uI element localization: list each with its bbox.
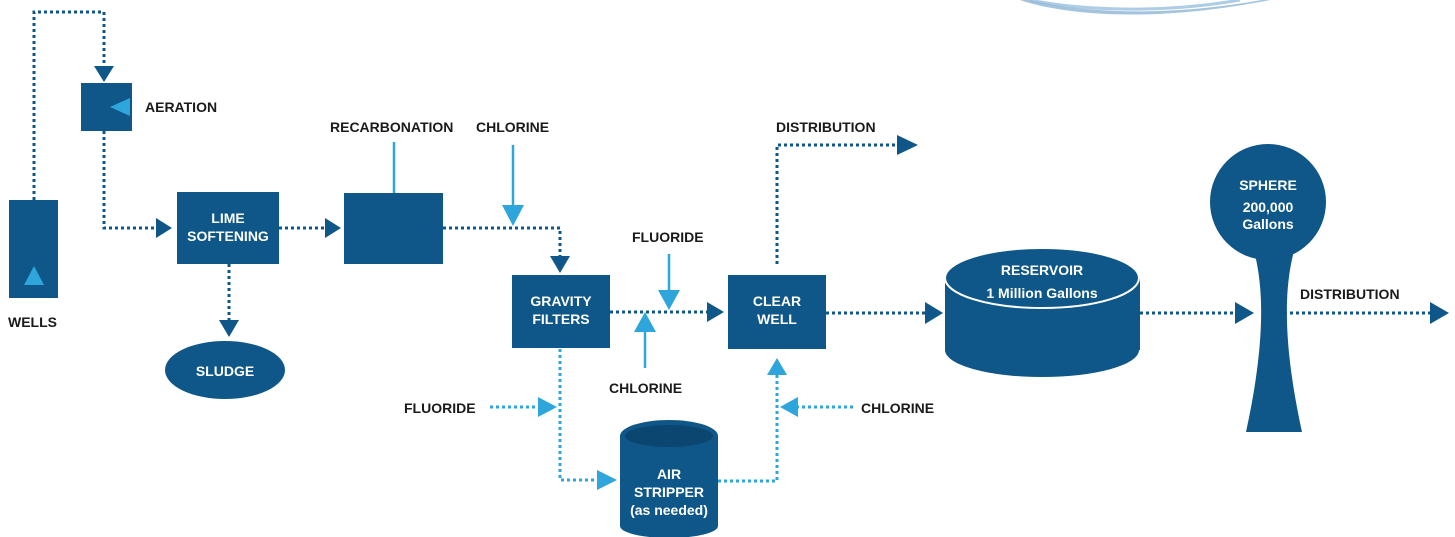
arrow-into-recarbonation (325, 218, 341, 238)
clear-well-box (728, 275, 826, 349)
arrow-into-reservoir (925, 302, 943, 324)
air-stripper-label-1: AIR (657, 466, 681, 482)
arrow-fluoride-top-inject (658, 290, 680, 310)
distribution-top-label: DISTRIBUTION (776, 119, 876, 135)
arrow-into-clearwell (707, 302, 724, 322)
sludge-label: SLUDGE (196, 363, 254, 379)
sphere-water-tower (1210, 144, 1326, 432)
lime-softening-label-2: SOFTENING (187, 228, 269, 244)
arrow-airstripper-into-clearwell (767, 358, 787, 375)
sphere-label-3: Gallons (1242, 216, 1294, 232)
fluoride-left-label: FLUORIDE (404, 400, 476, 416)
arrow-into-airstripper (597, 470, 617, 490)
sludge-ellipse (165, 341, 285, 399)
water-swoosh-decoration (1020, 0, 1270, 15)
reservoir-label-2: 1 Million Gallons (986, 285, 1097, 301)
chlorine-mid-label: CHLORINE (609, 380, 682, 396)
arrow-into-aeration (94, 66, 114, 82)
arrow-chlorine-top-inject (502, 205, 524, 226)
well-pump-icon (24, 266, 44, 285)
recarbonation-box (344, 193, 443, 264)
air-stripper-cylinder (620, 420, 718, 537)
arrow-distribution-right (1430, 302, 1449, 324)
arrow-into-sphere (1235, 302, 1254, 324)
flow-clearwell-to-distribution (775, 143, 900, 264)
arrow-distribution-top (897, 135, 918, 155)
fluoride-top-label: FLUORIDE (632, 229, 704, 245)
aeration-label: AERATION (145, 99, 217, 115)
air-stripper-label-2: STRIPPER (634, 484, 704, 500)
gravity-filters-label-2: FILTERS (532, 311, 589, 327)
reservoir-label-1: RESERVOIR (1001, 262, 1083, 278)
flow-airstripper-to-clearwell (718, 372, 779, 483)
arrow-into-sludge (219, 320, 239, 337)
flow-filters-to-airstripper (558, 349, 600, 482)
lime-softening-box (177, 192, 279, 264)
reservoir-cylinder (944, 247, 1140, 377)
gravity-filters-box (512, 275, 610, 348)
wells-label: WELLS (8, 314, 57, 330)
clear-well-label-1: CLEAR (753, 293, 801, 309)
sphere-label-1: SPHERE (1239, 177, 1297, 193)
clear-well-label-2: WELL (757, 311, 797, 327)
sphere-label-2: 200,000 (1243, 199, 1294, 215)
aeration-unit (81, 83, 132, 131)
air-stripper-label-3: (as needed) (630, 502, 708, 518)
chlorine-top-label: CHLORINE (476, 119, 549, 135)
flow-recarbonation-to-filters (443, 226, 562, 258)
arrow-fluoride-left (538, 397, 557, 417)
chlorine-right-label: CHLORINE (861, 400, 934, 416)
arrow-into-filters (550, 256, 570, 273)
aeration-spray-icon (110, 98, 130, 116)
lime-softening-label-1: LIME (211, 210, 244, 226)
arrow-into-lime (156, 218, 172, 238)
flow-wells-to-aeration (32, 10, 106, 200)
wells-unit (9, 200, 58, 298)
flow-aeration-to-lime (102, 131, 160, 230)
recarbonation-label: RECARBONATION (330, 119, 453, 135)
distribution-right-label: DISTRIBUTION (1300, 286, 1400, 302)
arrow-chlorine-mid-inject (634, 312, 656, 332)
arrow-chlorine-right (780, 397, 798, 417)
gravity-filters-label-1: GRAVITY (530, 293, 592, 309)
